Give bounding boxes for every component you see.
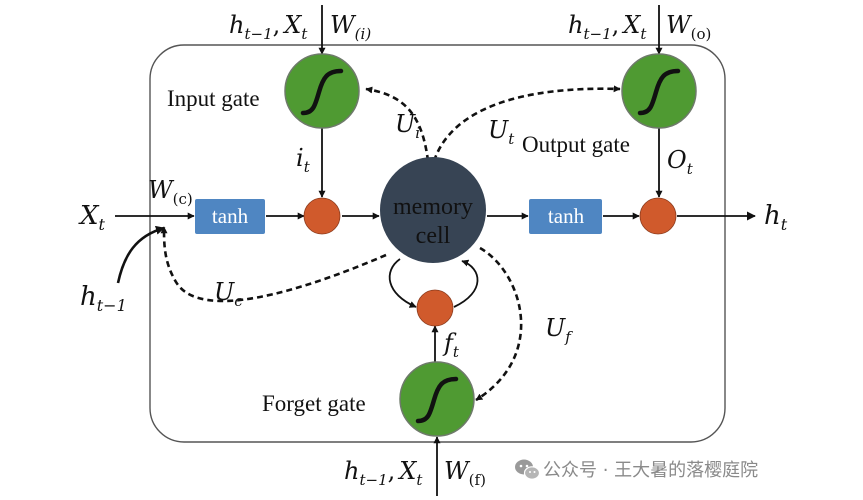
dashed-memory-to-forget-gate	[475, 246, 523, 402]
forget-gate-weight: W(f)	[444, 457, 486, 489]
input-gate-label: Input gate	[167, 86, 260, 111]
dashed-memory-to-candidate	[160, 226, 387, 303]
input-multiply-node	[303, 197, 341, 235]
output-gate-weight: W(o)	[666, 11, 711, 43]
input-gate-inputs: ht−1,Xt	[229, 11, 308, 43]
forget-gate-node	[399, 361, 475, 437]
input-activation-label: it	[296, 144, 311, 176]
memory-cell-line2: cell	[416, 223, 451, 249]
forget-multiply-node	[416, 289, 454, 327]
forget-recurrent-label: Uf	[545, 314, 573, 346]
sigmoid-icon	[637, 68, 681, 116]
sigmoid-icon	[300, 68, 344, 116]
wire-forget-mult-to-memory	[453, 259, 479, 308]
tanh-left-label: tanh	[212, 204, 249, 228]
output-gate-inputs: ht−1,Xt	[568, 11, 647, 43]
forget-gate-inputs: ht−1,Xt	[344, 457, 423, 489]
candidate-weight-label: W(c)	[148, 176, 193, 208]
xt-input-label: Xt	[78, 201, 106, 234]
ht-output-label: ht	[764, 201, 788, 234]
input-gate-node	[284, 53, 360, 129]
memory-cell-line1: memory	[393, 194, 473, 220]
dashed-memory-to-output-gate	[432, 85, 621, 162]
wechat-icon	[515, 459, 541, 480]
forget-activation-label: ft	[442, 329, 460, 361]
wire-memory-to-forget-mult	[388, 258, 417, 308]
output-recurrent-label: Ut	[488, 116, 515, 148]
candidate-recurrent-label: Uc	[214, 278, 243, 310]
dashed-memory-to-input-gate	[365, 86, 430, 162]
wire-hprev-in	[116, 225, 165, 284]
tanh-right-label: tanh	[548, 204, 585, 228]
forget-gate-label: Forget gate	[262, 391, 366, 416]
output-activation-label: Ot	[667, 146, 694, 178]
watermark-text: 公众号 · 王大暑的落樱庭院	[543, 460, 758, 481]
tanh-box-right	[529, 199, 602, 234]
hprev-input-label: ht−1	[80, 282, 127, 315]
sigmoid-icon	[415, 376, 459, 424]
input-recurrent-label: Ui	[395, 110, 420, 142]
output-multiply-node	[639, 197, 677, 235]
input-gate-weight: W(i)	[330, 11, 371, 43]
output-gate-label: Output gate	[522, 132, 630, 157]
tanh-box-left	[195, 199, 265, 234]
memory-cell-node	[380, 157, 486, 263]
output-gate-node	[621, 53, 697, 129]
